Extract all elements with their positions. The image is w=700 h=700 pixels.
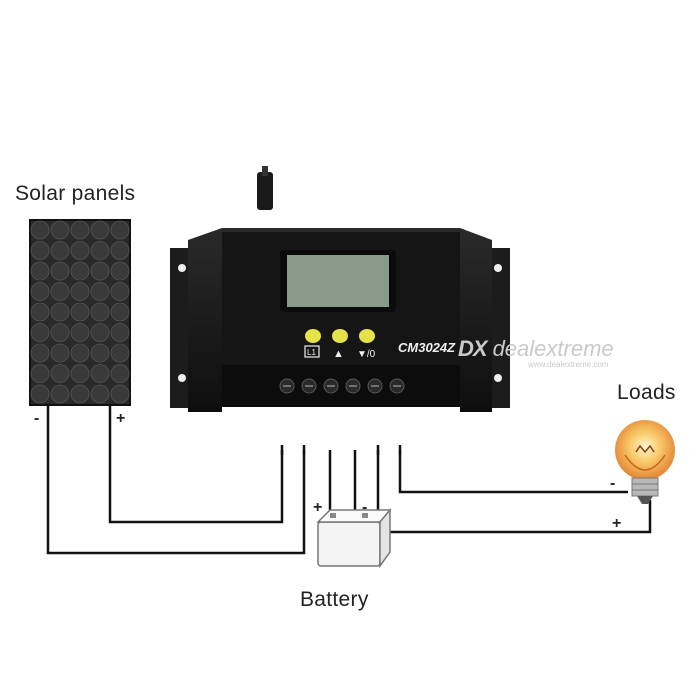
solar-cell [50, 323, 70, 342]
solar-panels-label: Solar panels [15, 182, 136, 205]
solar-cell [50, 282, 70, 301]
solar-cell [110, 384, 130, 404]
solar-cell [50, 241, 70, 260]
solar-cell [50, 364, 70, 383]
battery [316, 507, 392, 569]
solar-cell [90, 261, 110, 281]
wires [46, 405, 652, 555]
solar-cells [30, 220, 130, 404]
solar-cell [110, 261, 130, 281]
solar-cell [30, 261, 50, 281]
button-up-label: ▲ [333, 348, 344, 360]
solar-cell [70, 261, 90, 281]
solar-cell [110, 282, 130, 301]
solar-cell [50, 261, 70, 281]
solar-panel [29, 219, 131, 406]
watermark-logo: DX [458, 336, 488, 361]
load-negative-symbol: - [610, 475, 615, 492]
solar-cell [70, 364, 90, 383]
solar-cell [110, 343, 130, 363]
loads-label: Loads [617, 381, 676, 404]
solar-cell [90, 282, 110, 301]
solar-cell [50, 220, 70, 240]
solar-cell [90, 241, 110, 260]
solar-cell [30, 220, 50, 240]
solar-cell [90, 384, 110, 404]
charge-controller: L1 ▲ ▼/0 CM3024Z [170, 166, 510, 412]
solar-cell [30, 384, 50, 404]
solar-cell [110, 364, 130, 383]
button-l1[interactable] [305, 329, 321, 343]
solar-cell [90, 220, 110, 240]
solar-cell [90, 323, 110, 342]
solar-cell [30, 323, 50, 342]
solar-cell [110, 302, 130, 322]
lcd-screen [287, 255, 389, 307]
solar-cell [30, 282, 50, 301]
panel-positive-symbol: + [116, 410, 125, 427]
solar-cell [110, 241, 130, 260]
solar-cell [50, 302, 70, 322]
battery-label: Battery [300, 588, 369, 611]
terminal-block [279, 378, 405, 394]
solar-cell [50, 343, 70, 363]
solar-cell [30, 241, 50, 260]
button-l1-label: L1 [307, 348, 316, 357]
panel-negative-symbol: - [34, 410, 39, 427]
solar-cell [30, 302, 50, 322]
solar-cell [30, 364, 50, 383]
watermark-url: www.dealextreme.com [528, 360, 609, 369]
load-positive-symbol: + [612, 515, 621, 532]
button-up[interactable] [332, 329, 348, 343]
solar-cell [70, 302, 90, 322]
battery-positive-symbol: + [313, 499, 322, 516]
solar-cell [70, 282, 90, 301]
solar-cell [70, 220, 90, 240]
solar-cell [50, 384, 70, 404]
solar-cell [90, 343, 110, 363]
button-down-label: ▼/0 [357, 349, 376, 360]
button-down[interactable] [359, 329, 375, 343]
model-label: CM3024Z [398, 340, 456, 355]
solar-cell [110, 220, 130, 240]
solar-cell [90, 364, 110, 383]
solar-cell [70, 343, 90, 363]
light-bulb-icon [615, 420, 675, 504]
solar-cell [90, 302, 110, 322]
solar-cell [30, 343, 50, 363]
solar-cell [70, 241, 90, 260]
solar-cell [70, 384, 90, 404]
watermark-brand: dealextreme [492, 336, 614, 361]
solar-cell [70, 323, 90, 342]
solar-cell [110, 323, 130, 342]
battery-negative-symbol: - [362, 499, 367, 516]
